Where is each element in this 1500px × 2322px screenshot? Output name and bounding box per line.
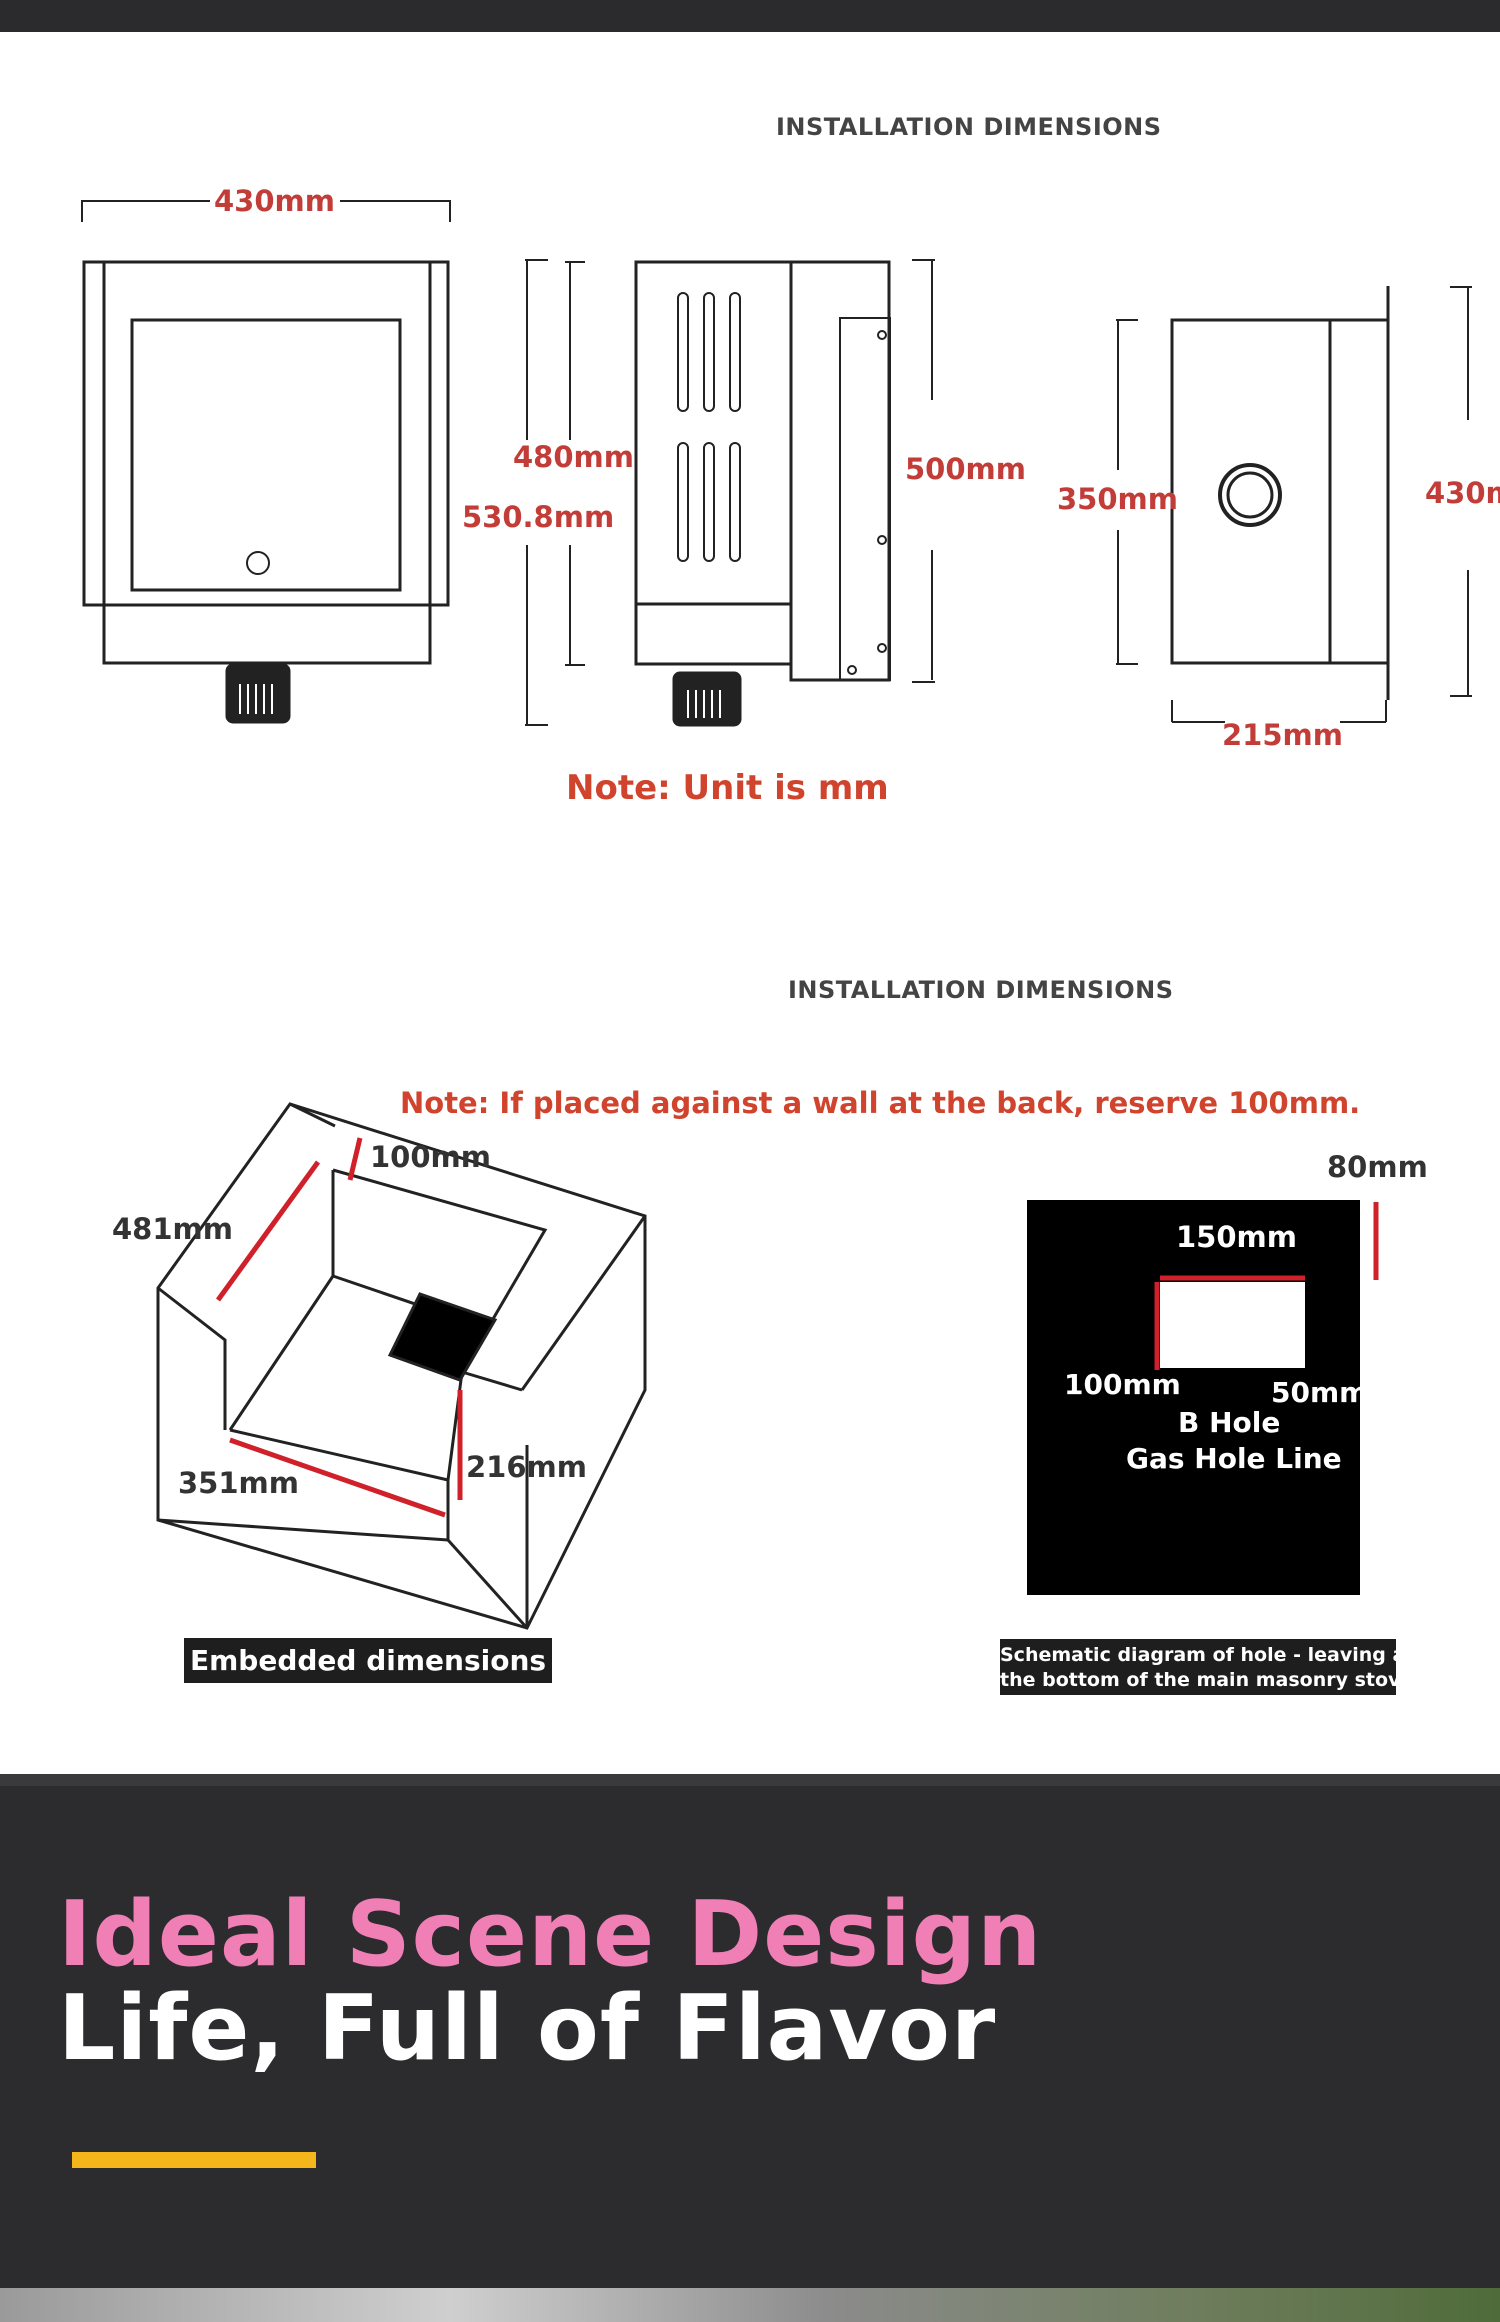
installation-dimensions-section: INSTALLATION DIMENSIONS [0,0,1500,900]
dim-side-depth: 500mm [905,452,1026,486]
section-header: INSTALLATION DIMENSIONS [776,113,1162,141]
embedded-dimensions-section: INSTALLATION DIMENSIONS Note: If placed … [0,900,1500,1774]
embedded-dimensions-label: Embedded dimensions [184,1638,553,1683]
banner-subtitle: Life, Full of Flavor [58,1976,997,2081]
accent-bar [72,2152,316,2168]
wall-note: Note: If placed against a wall at the ba… [400,1086,1361,1120]
red-line-top [347,1137,363,1181]
dim-side-inner: 480mm [513,440,634,474]
dim-hole-right: 50mm [1271,1376,1369,1409]
dim-hole-top: 80mm [1327,1150,1428,1184]
b-hole [1160,1282,1305,1368]
banner-title: Ideal Scene Design [58,1882,1043,1987]
red-line-left [215,1160,321,1302]
dim-side-outer: 530.8mm [462,500,615,534]
front-view-window [130,318,402,592]
dim-right-outer: 430mm [1425,476,1500,510]
dimension-drawing [81,200,1472,727]
hole-caption-line2: the bottom of the main masonry stove [1000,1669,1414,1691]
hole-label-line1: B Hole [1178,1406,1281,1439]
hole-caption: Schematic diagram of hole - leaving at t… [1000,1639,1415,1695]
dim-right-depth: 215mm [1222,718,1343,752]
scene-banner: Ideal Scene Design Life, Full of Flavor [0,1774,1500,2300]
hole-schematic-bg [1027,1200,1360,1595]
scene-photo-strip [0,2288,1500,2322]
top-bar [0,0,1500,32]
section-header-2: INSTALLATION DIMENSIONS [788,976,1174,1004]
dim-right-height: 350mm [1057,482,1178,516]
embedded-block-outline [156,1102,647,1630]
cutout-hole [387,1292,498,1382]
unit-note: Note: Unit is mm [566,768,889,808]
dim-front-width-2: 351mm [178,1466,299,1500]
dim-hole-left: 100mm [1064,1368,1181,1401]
embedded-diagram [156,1102,1379,1630]
dim-front-width: 430mm [214,184,335,218]
hole-label-line2: Gas Hole Line [1126,1442,1342,1475]
front-view-outer [82,260,450,607]
hole-caption-line1: Schematic diagram of hole - leaving at [1000,1644,1415,1666]
dim-left-depth: 481mm [112,1212,233,1246]
red-line-front [229,1437,446,1518]
dim-front-height: 216mm [466,1450,587,1484]
dim-hole-width: 150mm [1176,1220,1297,1254]
dim-top-gap: 100mm [370,1140,491,1174]
